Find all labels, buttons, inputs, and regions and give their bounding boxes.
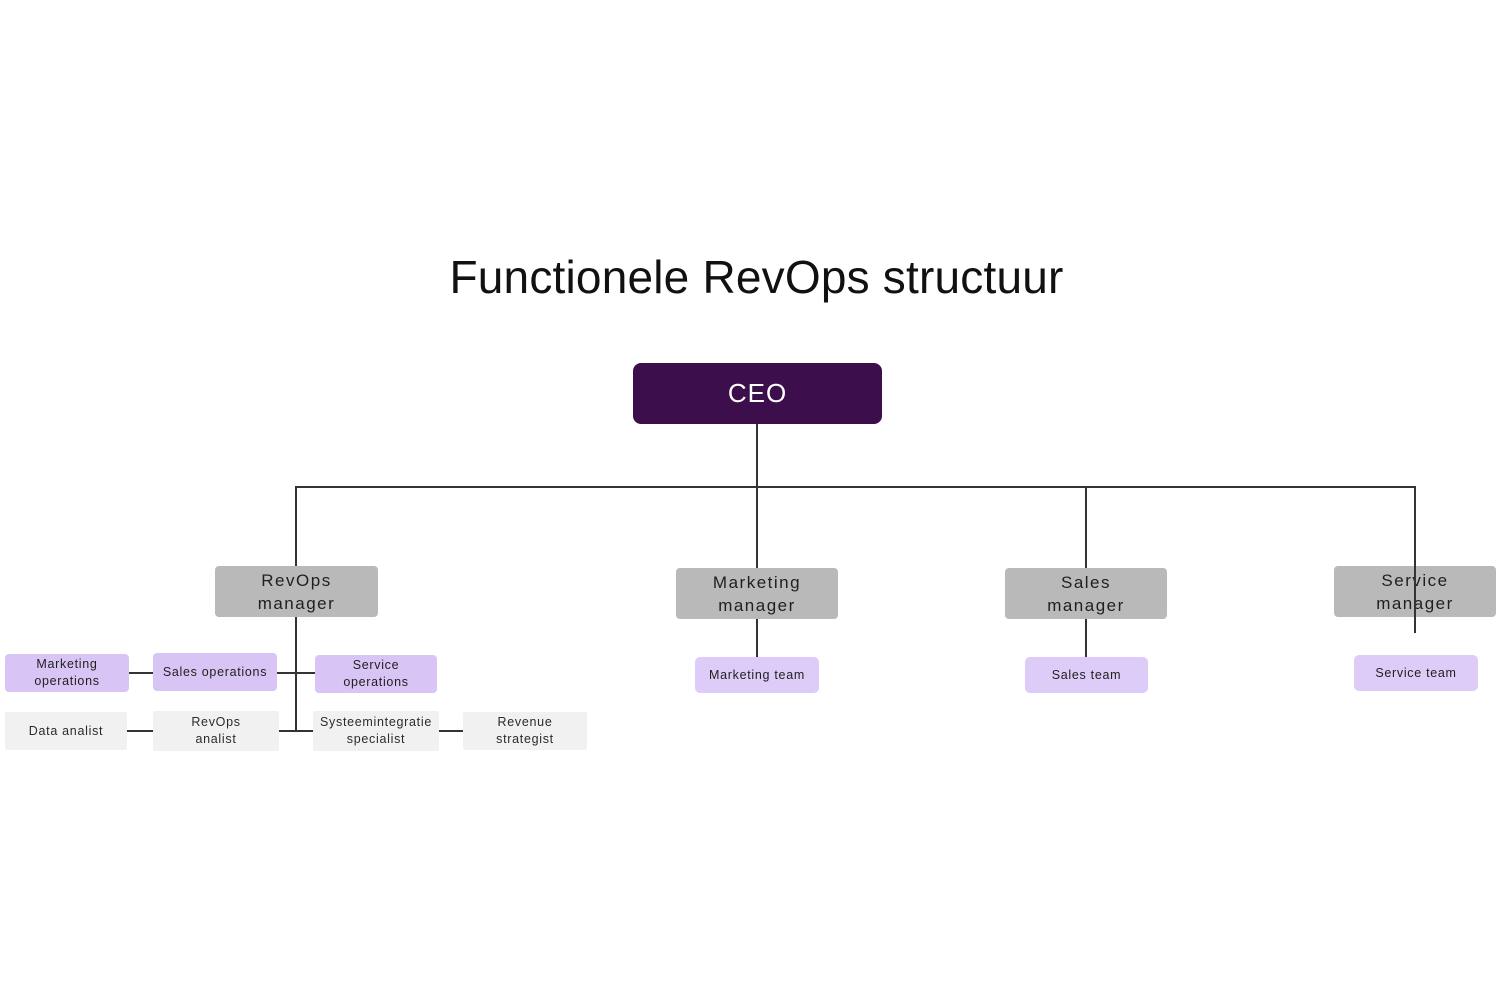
node-label: Data analist [28,723,104,738]
node-label-line1: Marketing [712,572,802,592]
node-label-line1: Service [352,658,400,672]
node-label-line2: operations [34,674,100,688]
node-label-line1: RevOps [261,570,332,590]
node-ceo: CEO [633,363,882,424]
chart-title: Functionele RevOps structuur [449,251,1064,303]
node-label-line2: manager [718,595,796,615]
node-systeemintegratie-specialist: Systeemintegratie specialist [313,711,439,751]
node-label-line2: operations [343,675,409,689]
node-label: Sales operations [162,664,268,679]
node-revops-manager: RevOps manager [215,566,378,617]
node-label-line1: Revenue [497,715,553,729]
connector-revops-lower-drop [295,617,297,732]
node-label: CEO [727,378,788,408]
connector-service-drop [1414,486,1416,633]
node-sales-manager: Sales manager [1005,568,1167,619]
connector-marketing-drop [756,486,758,568]
node-label: Sales team [1051,667,1122,682]
node-marketing-operations: Marketing operations [5,654,129,692]
node-data-analist: Data analist [5,712,127,750]
node-service-operations: Service operations [315,655,437,693]
connector-specialists-2 [279,730,313,732]
node-revenue-strategist: Revenue strategist [463,712,587,750]
node-label-line2: analist [195,732,237,746]
node-service-team: Service team [1354,655,1478,691]
node-label-line1: Systeemintegratie [320,715,432,729]
node-sales-team: Sales team [1025,657,1148,693]
node-marketing-manager: Marketing manager [676,568,838,619]
connector-specialists-1 [127,730,153,732]
connector-sales-team-drop [1085,619,1087,657]
node-label: Service team [1375,665,1457,680]
node-revops-analist: RevOps analist [153,711,279,751]
node-label-line2: specialist [346,732,406,746]
node-sales-operations: Sales operations [153,653,277,691]
connector-ops-1 [129,672,153,674]
connector-revops-drop [295,486,297,567]
connector-marketing-team-drop [756,619,758,657]
connector-specialists-3 [439,730,463,732]
connector-managers-horizontal [295,486,1416,488]
connector-sales-drop [1085,486,1087,568]
node-label: Marketing team [709,667,805,682]
node-marketing-team: Marketing team [695,657,819,693]
node-label-line1: Sales [1060,572,1112,592]
node-label-line1: RevOps [191,715,241,729]
node-label-line2: strategist [496,732,554,746]
connector-ops-2 [277,672,315,674]
node-label-line2: manager [257,593,336,613]
connector-ceo-drop [756,424,758,487]
node-label-line1: Marketing [36,657,98,671]
node-label-line2: manager [1047,595,1125,615]
